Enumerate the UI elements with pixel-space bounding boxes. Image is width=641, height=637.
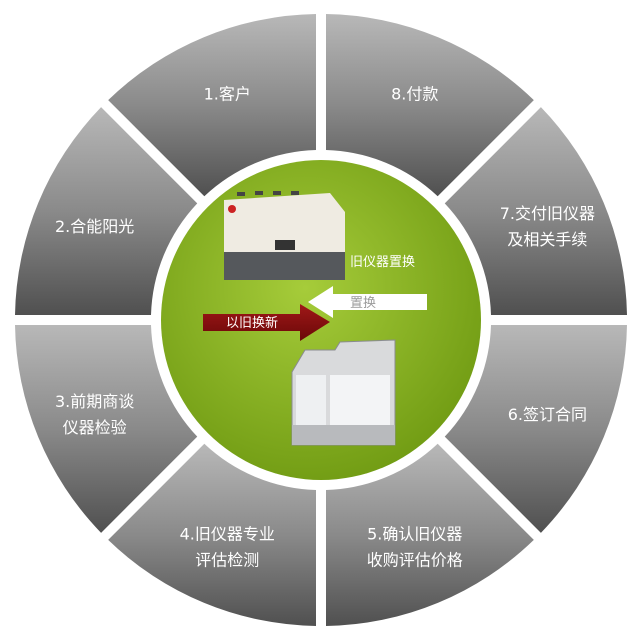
segment-2-label: 2.合能阳光: [55, 217, 134, 236]
arrow-left-label: 置换: [350, 296, 376, 311]
segment-5-label: 5.确认旧仪器: [367, 524, 462, 543]
segment-6: [444, 325, 627, 533]
segment-4-label: 评估检测: [195, 550, 259, 569]
segment-3-label: 3.前期商谈: [55, 392, 134, 411]
segment-7-label: 7.交付旧仪器: [500, 204, 595, 223]
segment-5: [326, 443, 534, 626]
segment-8-label: 8.付款: [391, 85, 438, 104]
segment-8: [326, 14, 534, 197]
center-caption: 旧仪器置换: [350, 255, 415, 270]
segment-1-label: 1.客户: [204, 85, 251, 104]
segment-2: [15, 107, 198, 315]
old-instrument-image: [224, 191, 345, 280]
segment-3: [15, 325, 198, 533]
segment-1: [108, 14, 316, 197]
segment-4: [108, 443, 316, 626]
segment-4-label: 4.旧仪器专业: [180, 524, 275, 543]
segment-6-label: 6.签订合同: [508, 405, 587, 424]
arrow-right: 以旧换新: [203, 304, 330, 341]
segments: [15, 14, 627, 626]
arrow-left: 置换: [308, 286, 427, 318]
segment-7-label: 及相关手续: [507, 230, 587, 249]
segment-7: [444, 107, 627, 315]
segment-5-label: 收购评估价格: [367, 550, 463, 569]
new-instrument-image: [291, 339, 396, 446]
segment-3-label: 仪器检验: [63, 418, 127, 437]
arrow-right-label: 以旧换新: [226, 315, 278, 331]
